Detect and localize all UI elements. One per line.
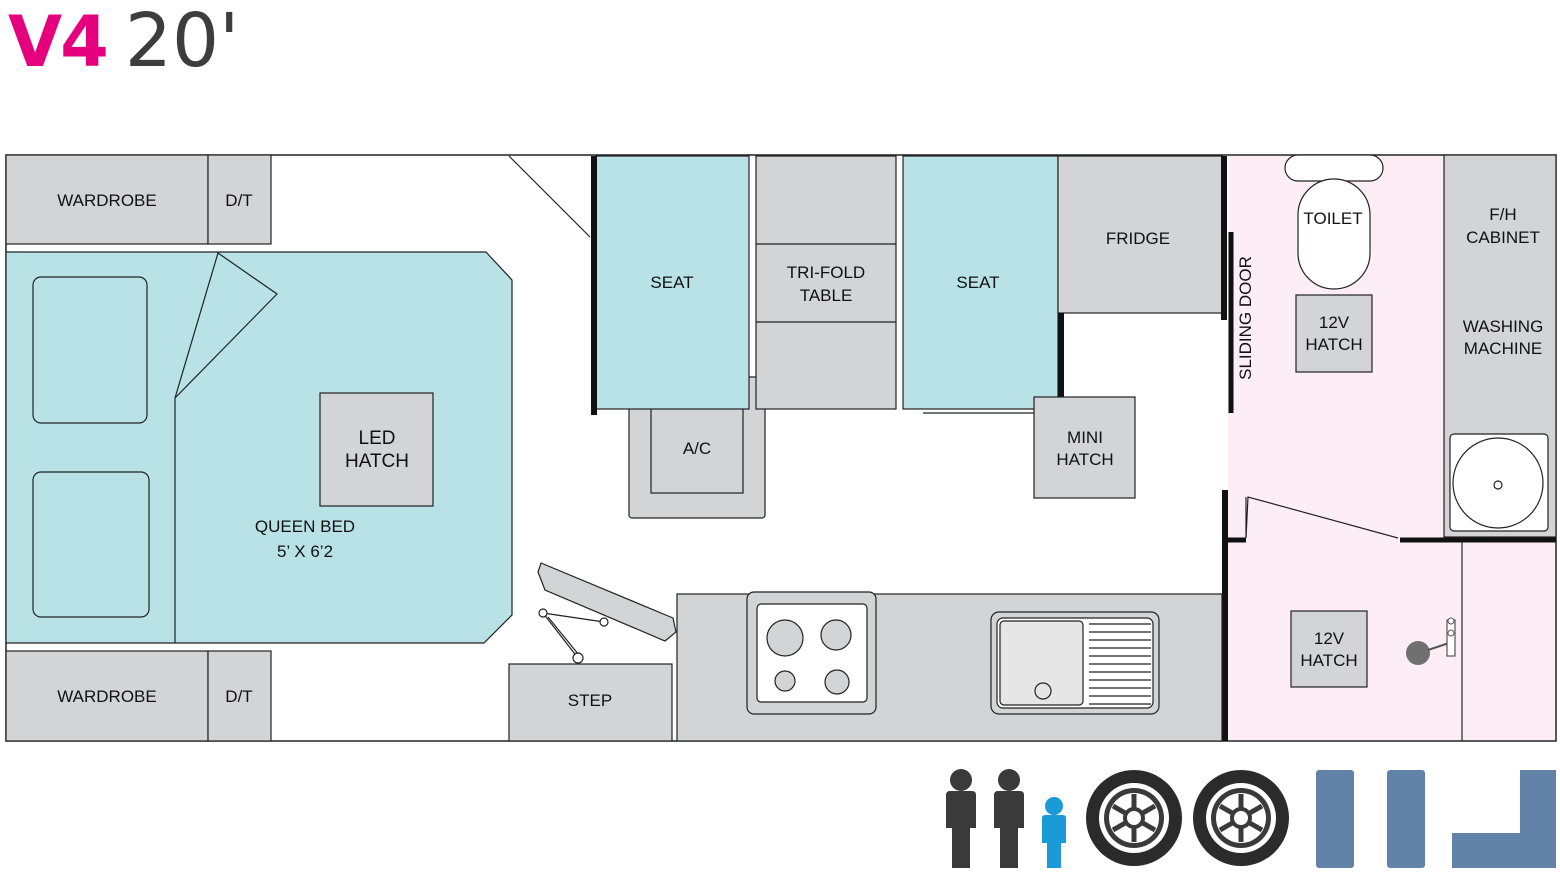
seat-left bbox=[595, 155, 750, 410]
child-person-icon bbox=[1042, 797, 1066, 868]
led-hatch-label-line2: HATCH bbox=[345, 451, 409, 472]
mini-hatch bbox=[1033, 396, 1136, 499]
entry-door-open bbox=[537, 562, 677, 642]
toilet-bowl bbox=[1297, 178, 1371, 290]
hatch-12v-top bbox=[1295, 294, 1373, 373]
step-label: STEP bbox=[568, 691, 612, 710]
mini-hatch-label-line1: MINI bbox=[1067, 428, 1103, 447]
led-hatch bbox=[319, 392, 434, 507]
cooktop-icon bbox=[746, 591, 877, 715]
dt-top-label: D/T bbox=[225, 191, 252, 210]
fh-cabinet-label-line2: CABINET bbox=[1466, 228, 1540, 247]
pillow-top bbox=[32, 276, 148, 424]
hatch-12v-top-label-line1: 12V bbox=[1319, 313, 1350, 332]
wardrobe-bottom-label: WARDROBE bbox=[57, 687, 157, 706]
entry-step bbox=[508, 663, 673, 742]
dt-bottom-label: D/T bbox=[225, 687, 252, 706]
toilet-cistern bbox=[1284, 154, 1384, 182]
adult-person-icon bbox=[994, 769, 1024, 868]
shower-head-icon bbox=[1406, 617, 1456, 665]
adult-person-icon bbox=[946, 769, 976, 868]
wardrobe-top-label: WARDROBE bbox=[57, 191, 157, 210]
model-length: 20' bbox=[124, 0, 240, 84]
seat-right bbox=[902, 155, 1059, 410]
tri-fold-table bbox=[755, 155, 897, 410]
wheel-icon bbox=[1193, 770, 1289, 866]
washing-machine-label-line1: WASHING bbox=[1463, 317, 1544, 336]
mini-hatch-label-line2: HATCH bbox=[1056, 450, 1113, 469]
dt-top bbox=[207, 154, 272, 245]
fh-cabinet-label-line1: F/H bbox=[1489, 205, 1516, 224]
led-hatch-label-line1: LED bbox=[359, 428, 396, 449]
door-strut bbox=[538, 608, 609, 664]
tri-fold-table-label-line1: TRI-FOLD bbox=[787, 263, 865, 282]
washing-machine-label-line2: MACHINE bbox=[1464, 339, 1542, 358]
ensuite-area bbox=[1228, 541, 1556, 740]
seat-right-label: SEAT bbox=[956, 273, 999, 292]
bathroom-door-swing bbox=[1245, 496, 1399, 539]
queen-bed-size: 5’ X 6’2 bbox=[277, 542, 333, 561]
sliding-door-label: SLIDING DOOR bbox=[1236, 256, 1255, 380]
hatch-12v-bottom-label-line1: 12V bbox=[1314, 629, 1345, 648]
hatch-12v-top-label-line2: HATCH bbox=[1305, 335, 1362, 354]
pillow-bottom bbox=[32, 471, 150, 618]
fridge-label: FRIDGE bbox=[1106, 229, 1170, 248]
model-name: V4 bbox=[8, 1, 109, 83]
tri-fold-table-label-line2: TABLE bbox=[800, 286, 853, 305]
queen-bed-label: QUEEN BED bbox=[255, 517, 355, 536]
wardrobe-bottom bbox=[5, 650, 209, 742]
hatch-12v-bottom-label-line2: HATCH bbox=[1300, 651, 1357, 670]
bed-sheet-fold bbox=[174, 252, 278, 399]
dt-bottom bbox=[207, 650, 272, 742]
hatch-12v-bottom bbox=[1290, 610, 1368, 688]
ac-label: A/C bbox=[683, 439, 711, 458]
sink-icon bbox=[990, 611, 1160, 715]
layout-bar-icon bbox=[1387, 770, 1425, 868]
fridge bbox=[1057, 155, 1223, 314]
toilet-label: TOILET bbox=[1303, 209, 1362, 228]
layout-bar-icon bbox=[1316, 770, 1354, 868]
seat-left-label: SEAT bbox=[650, 273, 693, 292]
layout-corner-icon bbox=[1452, 770, 1556, 868]
wheel-icon bbox=[1086, 770, 1182, 866]
